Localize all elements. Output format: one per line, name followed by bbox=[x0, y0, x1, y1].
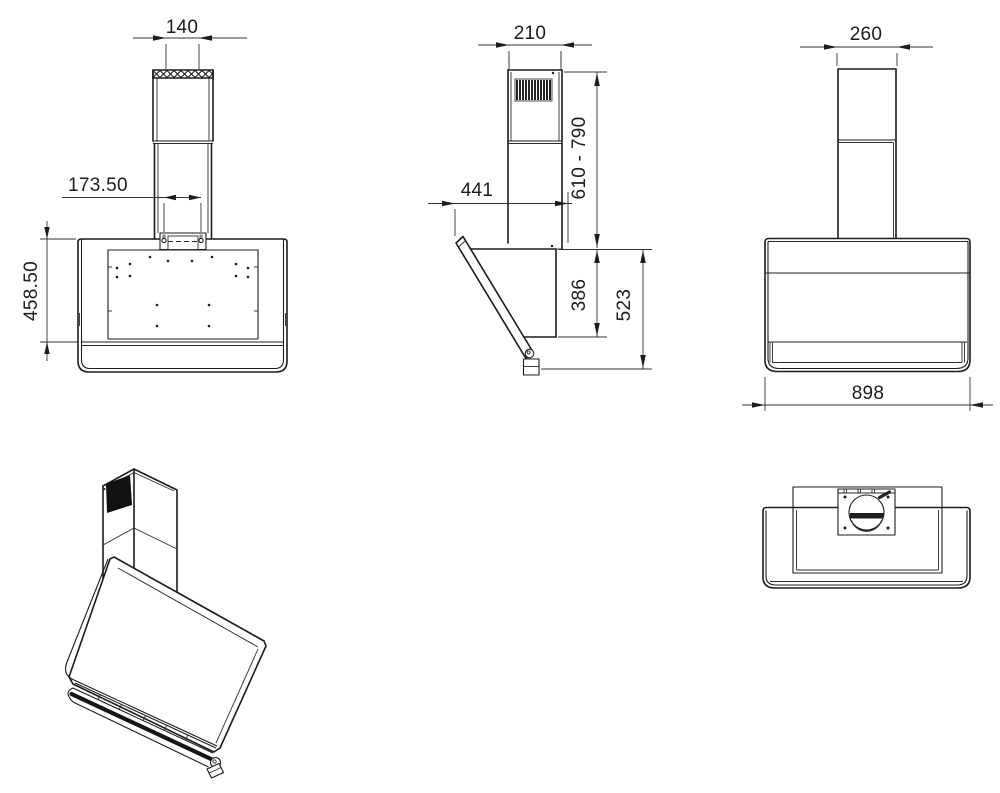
damper-lever bbox=[877, 490, 892, 500]
front-hole-spacing-dimension: 173.50 bbox=[62, 175, 202, 232]
side-vent-grille bbox=[514, 78, 553, 102]
front-mount-height-dimension: 458.50 bbox=[21, 221, 79, 361]
dim-label-duct-width: 140 bbox=[166, 17, 199, 38]
dim-label-mount-height: 458.50 bbox=[21, 261, 42, 321]
isometric-view bbox=[65, 468, 267, 779]
front-duct-width-dimension: 140 bbox=[133, 17, 247, 69]
dim-label-overall-width: 898 bbox=[852, 383, 885, 404]
iso-glass-panel bbox=[65, 556, 267, 779]
iso-vent-grille bbox=[106, 475, 132, 513]
side-view: 210 441 610 - 790 386 bbox=[428, 23, 652, 376]
side-overall-height-dimension: 523 bbox=[541, 249, 652, 370]
front-view: 140 173.50 458.50 bbox=[21, 17, 288, 373]
damper-flap bbox=[850, 513, 884, 519]
side-glass-panel bbox=[455, 235, 540, 376]
dim-label-hole-spacing: 173.50 bbox=[68, 175, 128, 196]
dim-label-chimney-height-range: 610 - 790 bbox=[569, 117, 590, 200]
dim-label-chimney-depth: 210 bbox=[514, 23, 547, 44]
iso-bottom-trim bbox=[69, 691, 214, 762]
side-chimney-height-dimension: 610 - 790 bbox=[564, 71, 607, 248]
front-screw-holes bbox=[115, 255, 250, 328]
side-chimney-depth-dimension: 210 bbox=[478, 23, 592, 66]
rear-chimney-width-dimension: 260 bbox=[800, 24, 933, 66]
mounting-bracket bbox=[159, 232, 207, 251]
top-view bbox=[762, 486, 971, 589]
rear-overall-width-dimension: 898 bbox=[742, 377, 993, 411]
dim-label-body-height: 386 bbox=[569, 279, 590, 312]
side-body-height-dimension: 386 bbox=[558, 249, 652, 338]
rear-view: 260 898 bbox=[742, 24, 993, 411]
side-overall-depth-dimension: 441 bbox=[428, 180, 572, 243]
dim-label-chimney-width: 260 bbox=[850, 24, 883, 45]
motor-outlet-plate bbox=[837, 488, 896, 536]
dim-label-overall-height: 523 bbox=[614, 289, 635, 322]
dim-label-overall-depth: 441 bbox=[461, 180, 494, 201]
